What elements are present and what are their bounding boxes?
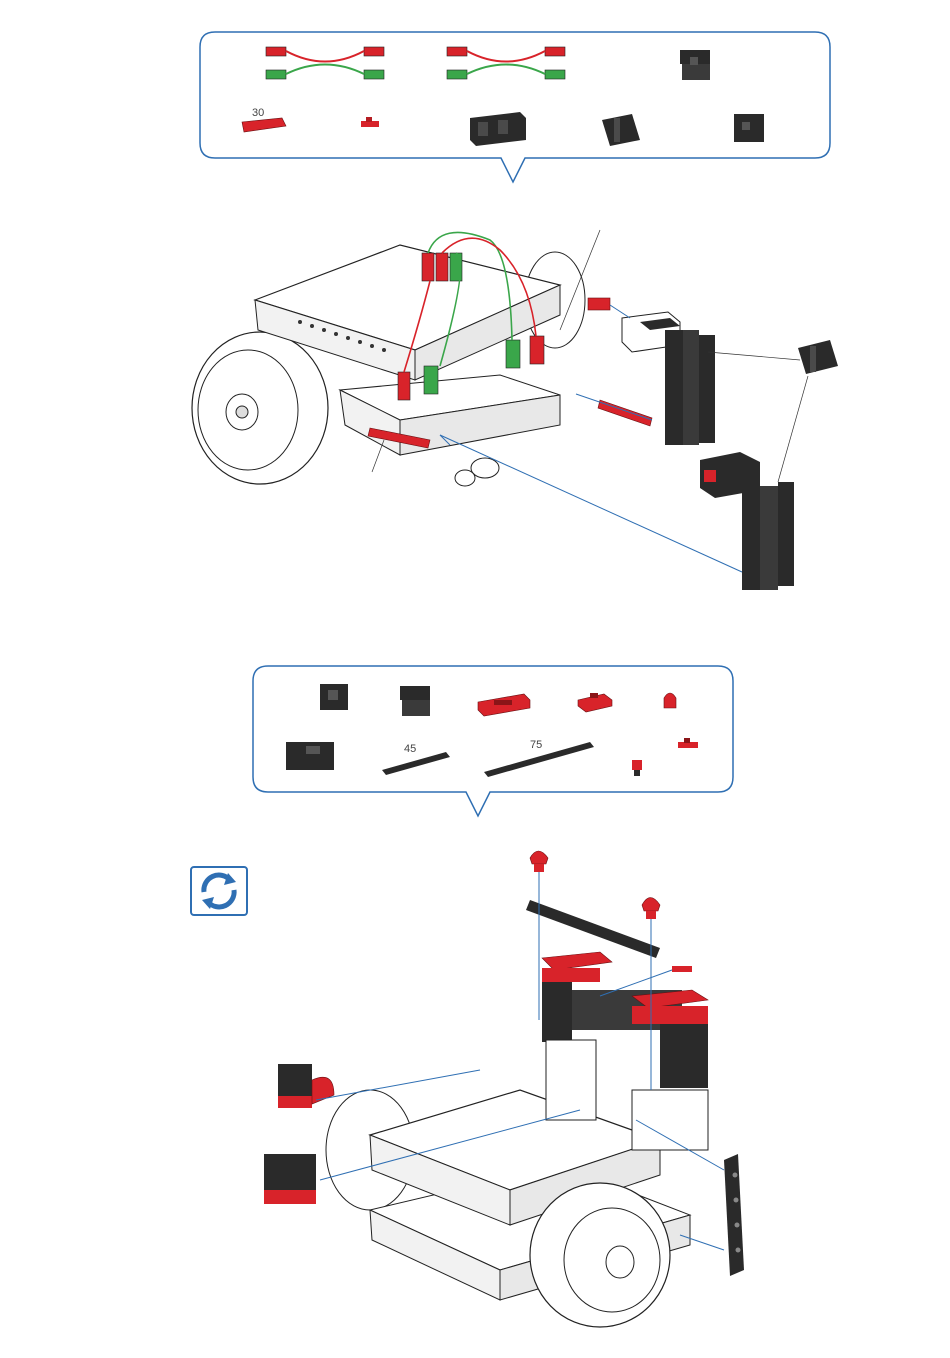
parts-box-1: 30 [0,0,950,200]
assembly-step-1 [0,200,950,620]
assembly-step-2 [0,830,950,1350]
red-clip-part [664,693,676,708]
building-block-15-part [680,50,710,80]
black-strut-vertical [724,1154,744,1276]
strut-30-label: 30 [252,107,264,119]
black-angle-assembly-bottom [700,452,794,590]
black-cube-part [320,684,348,710]
building-block-30-part [470,112,526,146]
red-connector-side [672,966,692,972]
parts-box-2: 45 75 [0,660,950,820]
chassis-frame [340,375,560,455]
building-block-5-part [734,114,764,142]
black-red-block-upper [278,1064,334,1108]
black-strut-top [526,900,660,958]
strut-75-label: 75 [530,739,542,751]
black-box-part [286,742,334,770]
black-angle-assembly-top [622,312,715,445]
red-connector-add [588,298,610,310]
red-peg-top-left [530,851,548,872]
strut-45-label: 45 [404,743,416,755]
black-red-block-lower [264,1154,316,1204]
motor-shaft [455,458,499,486]
mecanum-wheel-left [192,332,328,484]
red-peg-top-right [642,898,660,920]
tower-right [632,990,708,1150]
black-block-15-part [400,686,430,716]
mecanum-wheel-front [530,1183,670,1327]
black-angle-block-loose [798,340,838,374]
